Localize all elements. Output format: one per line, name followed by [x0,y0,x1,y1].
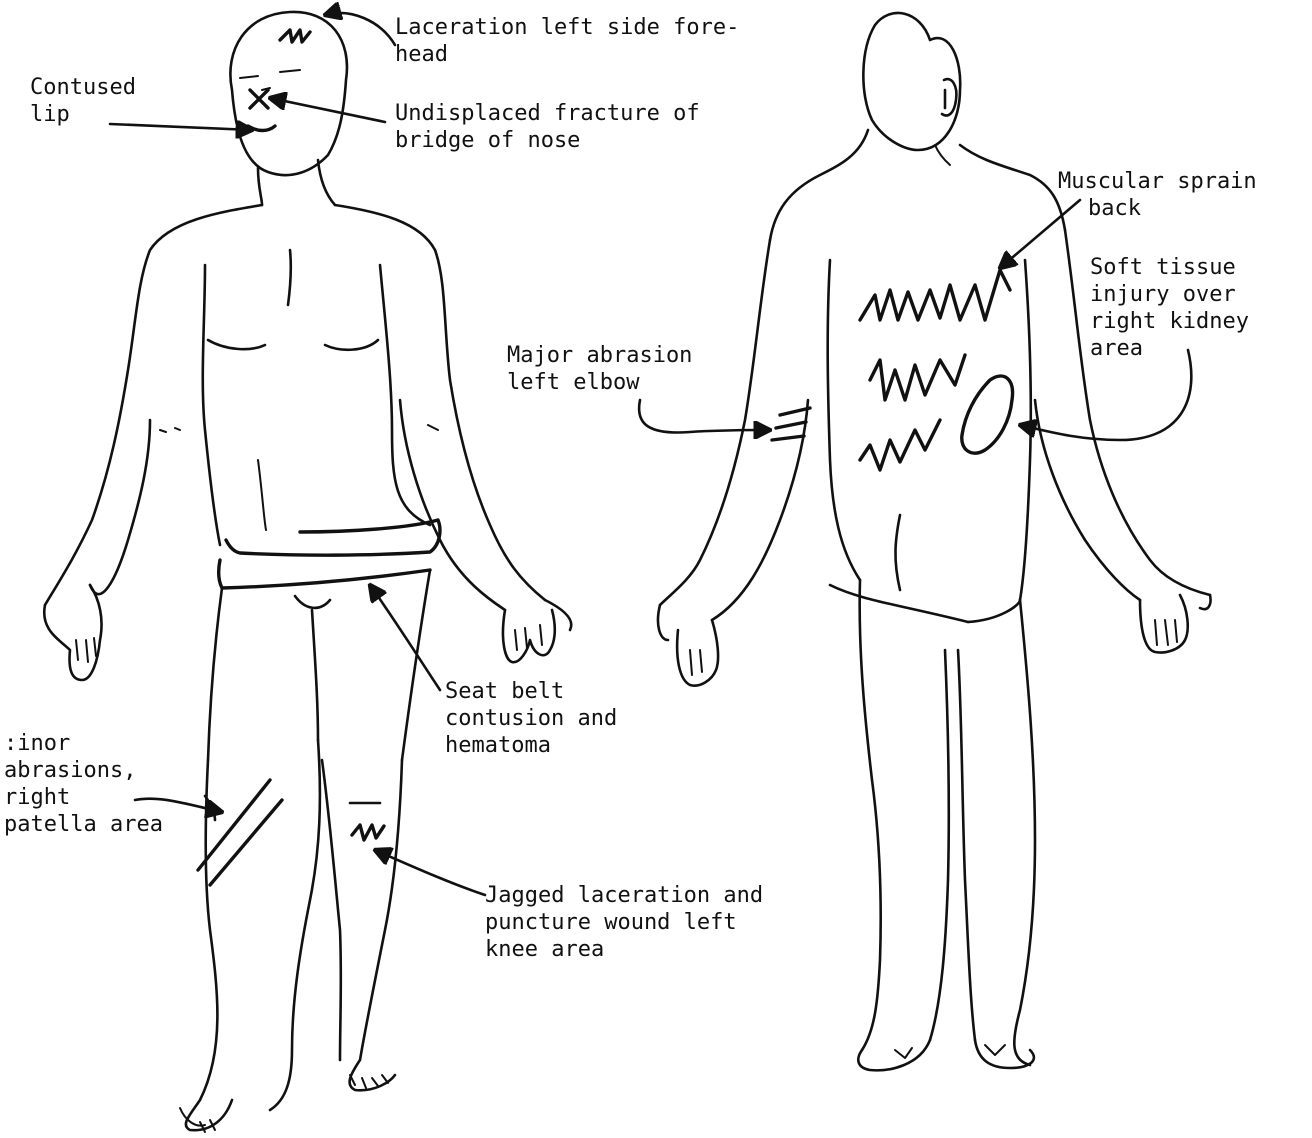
contused-lip-label: Contused lip [30,74,136,128]
nose-arrow [270,98,385,122]
label-line: head [395,41,739,68]
elbow-abrasion-label: Major abrasion left elbow [507,342,692,396]
kidney-injury-label: Soft tissue injury over right kidney are… [1090,254,1249,362]
label-line: knee area [485,936,763,963]
back-sprain-label: Muscular sprain back [1058,168,1257,222]
nose-fracture-label: Undisplaced fracture of bridge of nose [395,100,700,154]
label-line: :inor [4,730,163,757]
elbow-arrow [639,400,770,433]
forehead-laceration-label: Laceration left side fore- head [395,14,739,68]
patella-abrasions-label: :inor abrasions, right patella area [4,730,163,838]
label-line: right [4,784,163,811]
label-line: left elbow [507,369,692,396]
label-line: patella area [4,811,163,838]
label-line: puncture wound left [485,909,763,936]
label-line: Laceration left side fore- [395,14,739,41]
label-line: lip [30,101,136,128]
label-line: Contused [30,74,136,101]
front-view-figure [44,12,571,1132]
seatbelt-contusion-label: Seat belt contusion and hematoma [445,678,617,759]
label-line: Undisplaced fracture of [395,100,700,127]
label-line: Jagged laceration and [485,882,763,909]
label-line: back [1058,195,1257,222]
label-line: Seat belt [445,678,617,705]
label-line: abrasions, [4,757,163,784]
label-line: Soft tissue [1090,254,1249,281]
label-line: bridge of nose [395,127,700,154]
label-line: area [1090,335,1249,362]
label-line: hematoma [445,732,617,759]
knee-laceration-label: Jagged laceration and puncture wound lef… [485,882,763,963]
label-line: right kidney [1090,308,1249,335]
seatbelt-arrow [370,585,440,690]
label-line: injury over [1090,281,1249,308]
kidney-arrow [1020,350,1191,440]
label-line: contusion and [445,705,617,732]
label-line: Major abrasion [507,342,692,369]
label-line: Muscular sprain [1058,168,1257,195]
